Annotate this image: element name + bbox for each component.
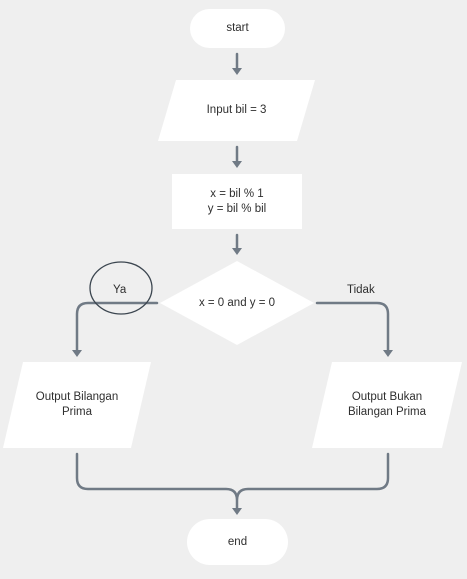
start-terminator xyxy=(190,9,285,48)
annotation-circle xyxy=(89,261,153,315)
connector-decision-no xyxy=(315,301,390,352)
process-label: x = bil % 1 y = bil % bil xyxy=(207,187,267,215)
arrowhead-end xyxy=(232,508,242,515)
output-no-parallelogram xyxy=(312,362,462,448)
start-label: start xyxy=(226,22,249,34)
connector-decision-yes xyxy=(75,301,159,352)
arrowhead-output-yes xyxy=(72,350,82,357)
end-label: end xyxy=(227,535,248,548)
no-edge-label: Tidak xyxy=(347,284,375,296)
arrowhead-process xyxy=(232,161,242,168)
output-yes-label: Output Bilangan Prima xyxy=(35,391,119,418)
arrowhead-output-no xyxy=(383,350,393,357)
end-terminator xyxy=(187,519,288,565)
decision-diamond xyxy=(160,261,314,345)
arrowhead-input xyxy=(232,68,242,75)
process-box xyxy=(172,174,302,229)
output-yes-parallelogram xyxy=(3,362,151,448)
decision-label: x = 0 and y = 0 xyxy=(198,296,276,309)
output-no-label: Output Bukan Bilangan Prima xyxy=(348,391,426,418)
input-parallelogram xyxy=(158,80,315,141)
input-label: Input bil = 3 xyxy=(206,104,267,116)
yes-edge-label: Ya xyxy=(113,284,127,296)
arrowhead-decision xyxy=(232,248,242,255)
connector-outputs-merge xyxy=(75,452,390,511)
